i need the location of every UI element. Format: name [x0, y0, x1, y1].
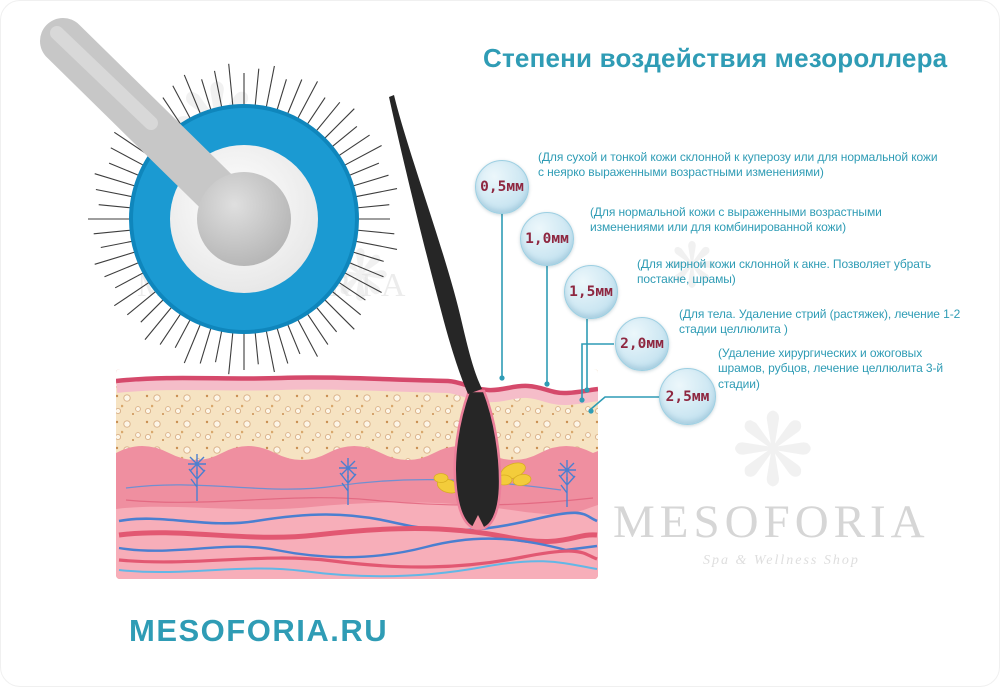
roller-hub	[197, 172, 291, 266]
insertion-dots	[499, 375, 594, 414]
level-description-05mm: (Для сухой и тонкой кожи склонной к купе…	[538, 150, 938, 180]
level-description-15mm: (Для жирной кожи склонной к акне. Позвол…	[637, 257, 932, 287]
blood-vessel	[118, 549, 598, 569]
needle-size-badge-05mm: 0,5мм	[475, 160, 529, 214]
mesoroller	[40, 18, 398, 375]
needle-size-badge-20mm: 2,0мм	[615, 317, 669, 371]
floral-ornament-icon: ❋	[731, 395, 815, 507]
needle-size-badge-10mm: 1,0мм	[520, 212, 574, 266]
blood-vessel	[118, 511, 598, 532]
page-title: Степени воздействия мезороллера	[483, 43, 948, 73]
blood-vessel	[118, 560, 598, 578]
watermark-text: MESOFORIA	[613, 496, 930, 548]
hair-shaft	[389, 95, 482, 394]
level-description-25mm: (Удаление хирургических и ожоговых шрамо…	[718, 346, 943, 391]
level-description-10mm: (Для нормальной кожи с выраженными возра…	[590, 205, 882, 235]
floral-ornament-icon: ❋	[666, 232, 718, 301]
watermark-subtext: Spa & Wellness Shop	[703, 553, 860, 568]
roller-needles	[88, 63, 398, 375]
hair-follicle	[389, 95, 502, 531]
needle-size-badge-15mm: 1,5мм	[564, 265, 618, 319]
blood-vessel	[118, 537, 598, 559]
connector-lines	[501, 214, 659, 410]
skin-cross-section	[116, 369, 598, 579]
needle-size-badge-25mm: 2,5мм	[659, 368, 716, 425]
blood-vessel	[118, 526, 598, 545]
site-logo: MESOFORIA.RU	[129, 613, 389, 648]
level-description-20mm: (Для тела. Удаление стрий (растяжек), ле…	[679, 307, 961, 337]
